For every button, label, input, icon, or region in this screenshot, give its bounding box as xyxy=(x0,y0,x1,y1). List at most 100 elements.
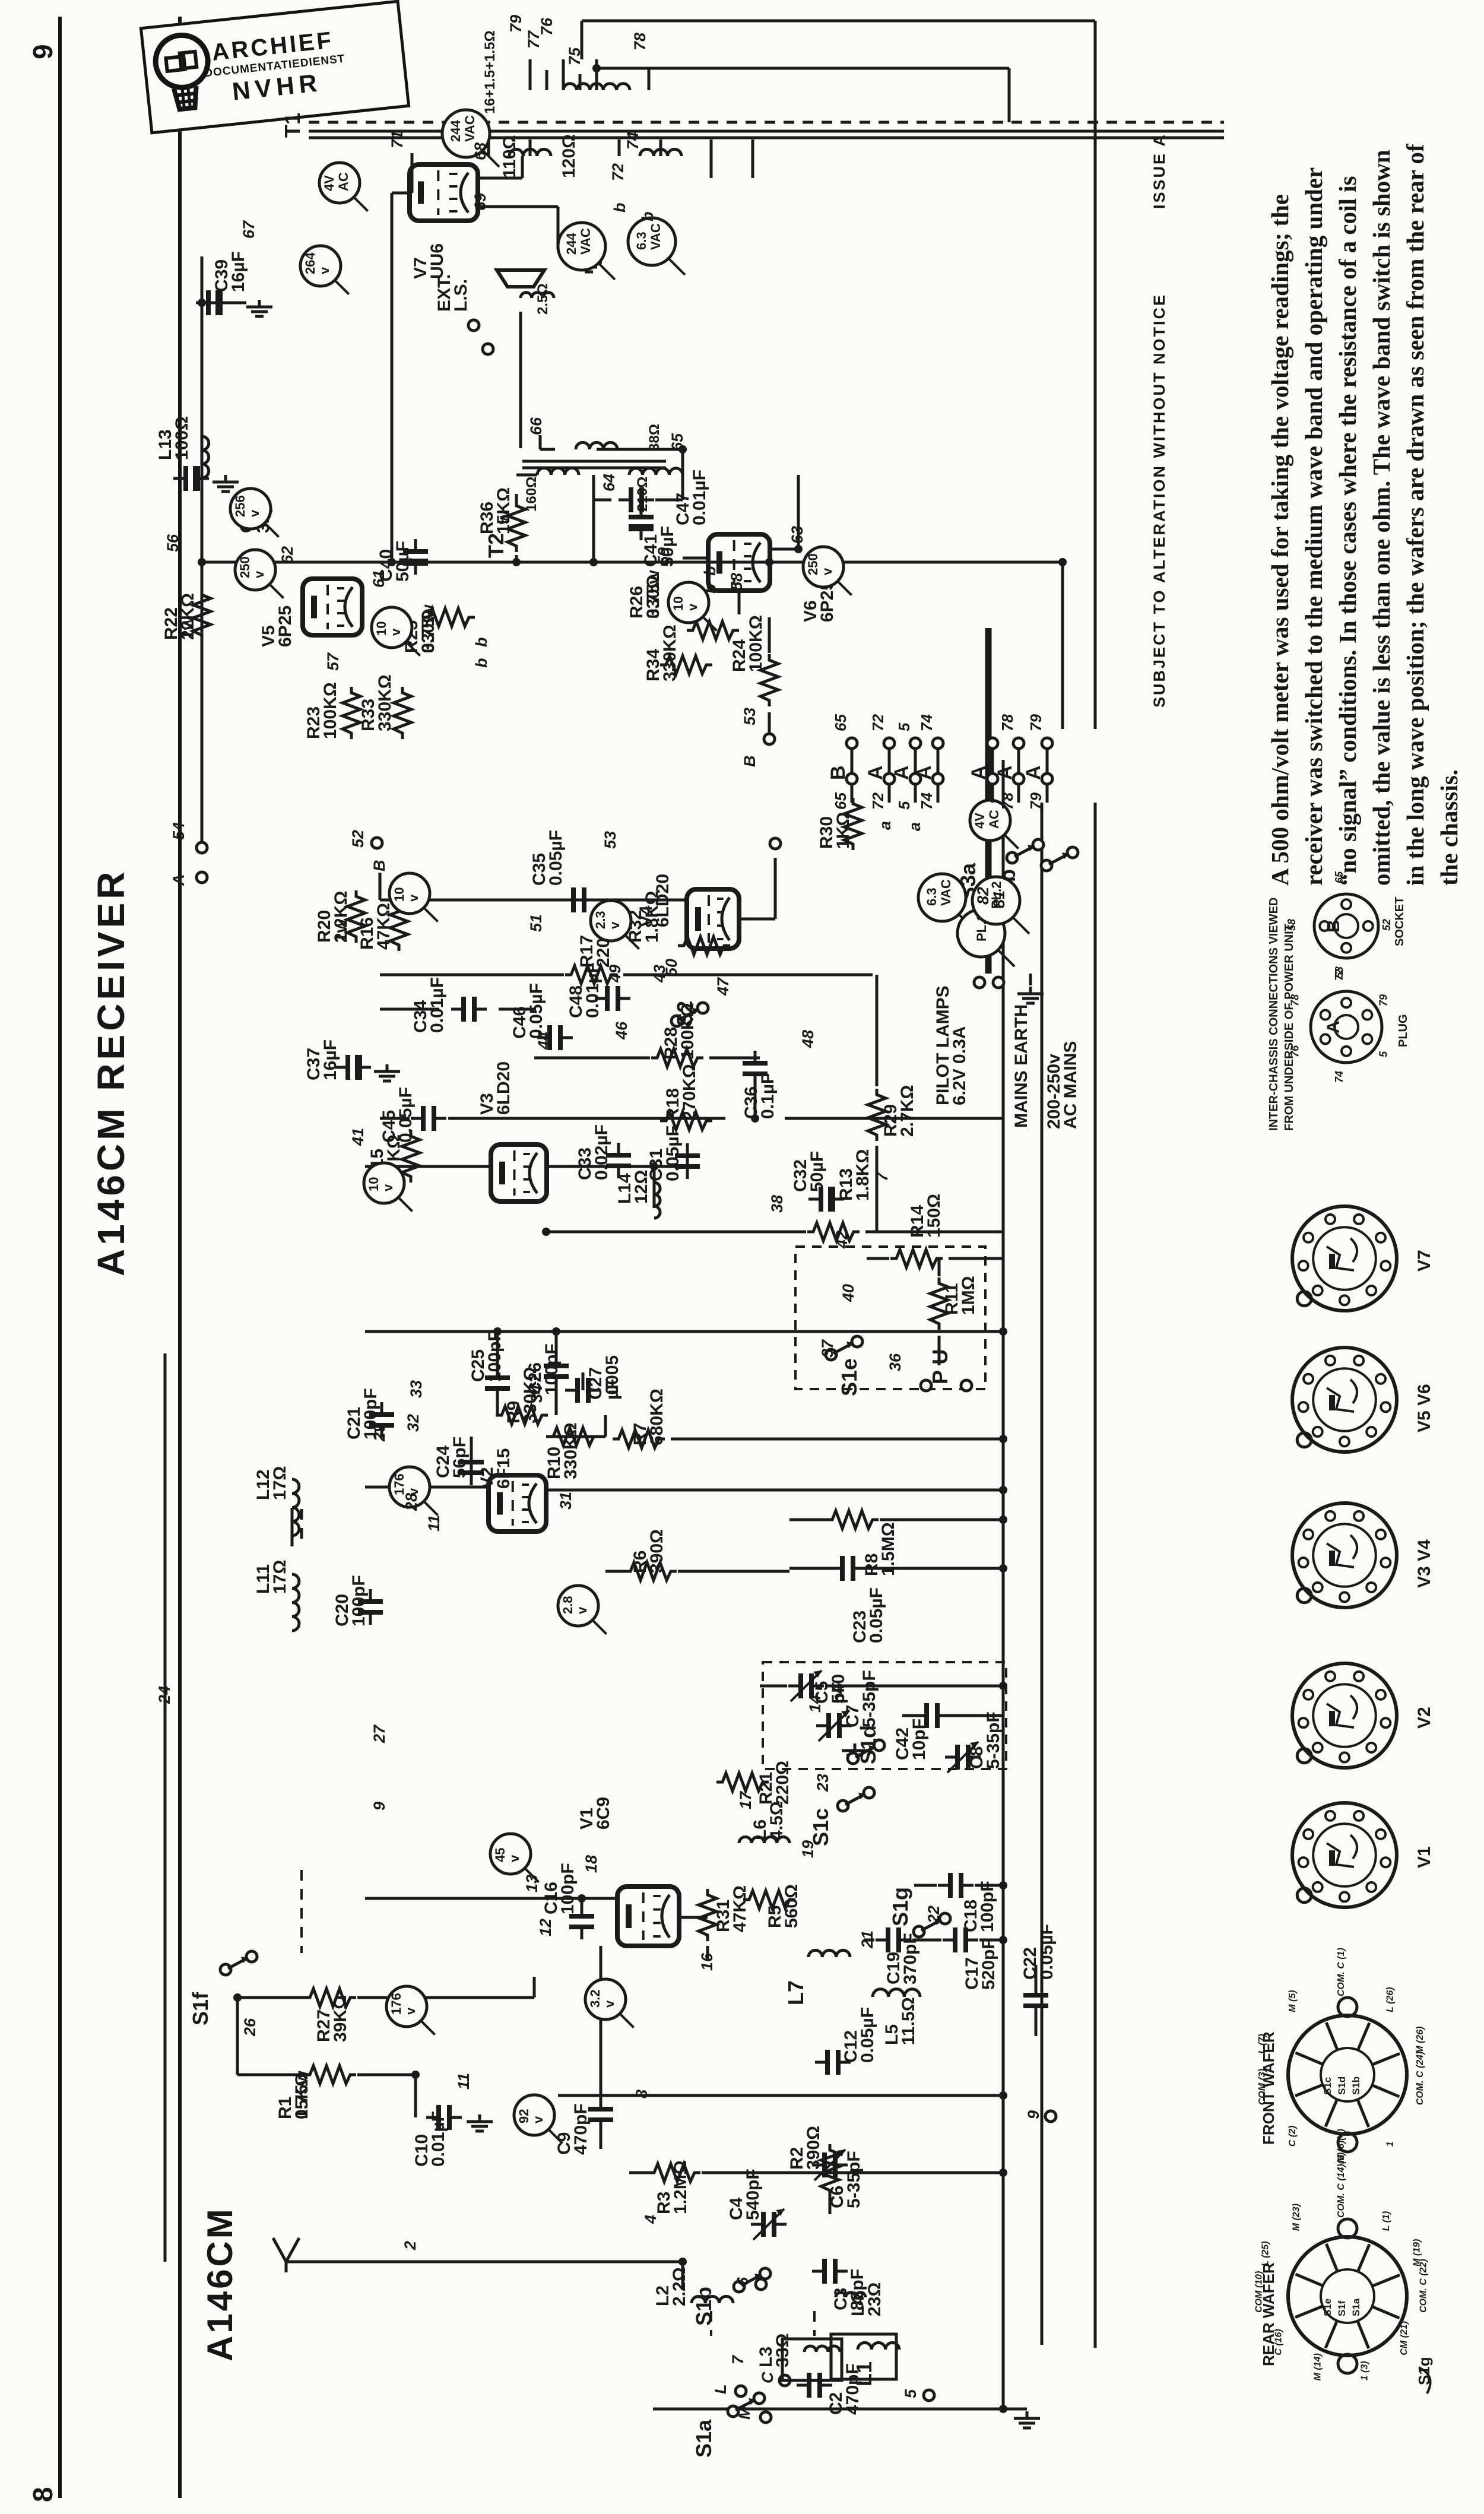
terminal-label: 21 xyxy=(858,1930,876,1949)
svg-text:4VAC: 4VAC xyxy=(322,172,351,191)
svg-text:120Ω: 120Ω xyxy=(559,134,579,178)
svg-text:R292.7KΩ: R292.7KΩ xyxy=(881,1085,917,1137)
svg-text:65: 65 xyxy=(1333,871,1345,883)
part-v7: V7UU6 xyxy=(407,162,480,279)
svg-text:b: b xyxy=(473,638,490,648)
svg-text:V56P25: V56P25 xyxy=(259,605,295,647)
svg-text:C382pF: C382pF xyxy=(831,2269,867,2310)
svg-text:78: 78 xyxy=(998,792,1016,810)
svg-text:18: 18 xyxy=(582,1855,600,1873)
svg-text:66: 66 xyxy=(527,417,545,435)
svg-text:C4050µF: C4050µF xyxy=(376,541,413,582)
switch-symbol xyxy=(824,1334,864,1362)
svg-text:2.3v: 2.3v xyxy=(593,911,622,929)
svg-text:CM (21): CM (21) xyxy=(1399,2321,1409,2356)
svg-text:COM (10): COM (10) xyxy=(1254,2271,1264,2313)
svg-text:M (5): M (5) xyxy=(1288,1990,1298,2012)
svg-text:L (26): L (26) xyxy=(1385,1987,1395,2012)
svg-text:82: 82 xyxy=(974,887,992,905)
svg-text:58: 58 xyxy=(1286,919,1298,931)
terminal-label: 81 xyxy=(990,890,1008,908)
svg-text:54: 54 xyxy=(170,822,188,840)
svg-text:77: 77 xyxy=(525,30,543,49)
svg-text:b: b xyxy=(611,203,629,213)
svg-text:81: 81 xyxy=(990,890,1008,908)
terminal-label: 43 xyxy=(651,965,668,983)
svg-text:4VAC: 4VAC xyxy=(972,810,1001,829)
svg-text:43: 43 xyxy=(651,965,668,983)
svg-text:72: 72 xyxy=(869,714,887,731)
terminal-label: B xyxy=(741,756,759,768)
svg-text:26: 26 xyxy=(241,2018,259,2037)
part-c17: C17520pF xyxy=(943,1927,998,1990)
terminal-label: 62 xyxy=(278,546,296,564)
part-c25: C25100pF xyxy=(468,1330,510,1401)
svg-text:160Ω: 160Ω xyxy=(524,477,540,512)
svg-text:R33330KΩ: R33330KΩ xyxy=(359,674,395,731)
terminal-circle xyxy=(768,836,782,851)
svg-text:L (7): L (7) xyxy=(1257,2034,1267,2053)
part-s1f: S1f xyxy=(188,1992,213,2025)
valve-base-v5-v6: V5 V6 xyxy=(1290,1346,1434,1454)
part-l14: L1412Ω xyxy=(615,1170,662,1220)
terminal-circle xyxy=(972,975,987,990)
part-s1d: S1d xyxy=(856,1725,880,1764)
terminal-circle xyxy=(1044,2109,1058,2123)
terminal-label: 68 xyxy=(471,142,489,160)
part-c22: C220.05µF xyxy=(1020,1924,1057,2018)
terminal-circle xyxy=(481,342,495,356)
svg-text:65: 65 xyxy=(832,714,849,731)
svg-text:M (14): M (14) xyxy=(1313,2353,1323,2380)
svg-text:R81.5MΩ: R81.5MΩ xyxy=(862,1522,898,1576)
svg-text:C21100pF: C21100pF xyxy=(344,1388,380,1440)
svg-text:V16C9: V16C9 xyxy=(577,1797,613,1830)
part-r31: R3147KΩ xyxy=(694,1885,750,1941)
part-l4: L423Ω xyxy=(834,2282,884,2316)
terminal-label: 28 xyxy=(402,1493,420,1511)
svg-text:R1647KΩ: R1647KΩ xyxy=(357,903,394,950)
terminal-label: b xyxy=(611,203,629,213)
part-160-: 160Ω xyxy=(524,466,581,512)
svg-text:R301KΩ: R301KΩ xyxy=(817,812,853,849)
part-r2: R2390Ω xyxy=(787,2126,844,2196)
terminal-label: 69 xyxy=(471,193,489,211)
terminal-label: b xyxy=(701,566,719,576)
svg-text:V1: V1 xyxy=(1415,1846,1434,1868)
svg-text:R3615KΩ1w: R3615KΩ1w xyxy=(477,487,513,534)
svg-text:2: 2 xyxy=(401,2241,419,2250)
terminal-label: 5 xyxy=(902,2389,919,2398)
svg-text:16: 16 xyxy=(698,1952,716,1971)
svg-text:L: L xyxy=(712,2385,730,2395)
svg-text:23: 23 xyxy=(814,1774,832,1792)
part-l11: L1117Ω xyxy=(253,1560,301,1632)
svg-text:R2390Ω: R2390Ω xyxy=(787,2126,823,2170)
terminal-label: 61 xyxy=(370,570,388,588)
terminal-label: 11 xyxy=(425,1515,443,1532)
svg-text:S1a: S1a xyxy=(1350,2298,1362,2316)
svg-text:V2: V2 xyxy=(1415,1707,1434,1729)
terminal-label: 7 xyxy=(873,1171,891,1181)
svg-text:C16100pF: C16100pF xyxy=(541,1863,578,1914)
part-c23: C230.05µF xyxy=(830,1556,886,1643)
svg-text:53: 53 xyxy=(1333,966,1345,978)
svg-text:L1217Ω: L1217Ω xyxy=(253,1466,290,1500)
part-c7: C75-35pF xyxy=(816,1670,879,1742)
svg-text:C460.05µF: C460.05µF xyxy=(510,983,546,1039)
svg-text:R34330KΩ: R34330KΩ xyxy=(643,624,680,681)
svg-text:56: 56 xyxy=(164,534,182,552)
part-r11: R111MΩ xyxy=(925,1276,978,1330)
svg-text:FRONT WAFER: FRONT WAFER xyxy=(1260,2031,1277,2145)
voltage-circle: 10v xyxy=(388,871,439,923)
part-c40: C4050µF xyxy=(376,539,428,582)
svg-text:63: 63 xyxy=(788,526,806,544)
terminal-circle xyxy=(754,2277,768,2291)
wires xyxy=(163,19,1224,2413)
svg-text:53: 53 xyxy=(601,831,619,849)
part-c42: C4210pF xyxy=(893,1703,950,1760)
part-mains-earth: MAINS EARTH xyxy=(1011,1004,1031,1128)
voltage-circle: 10v xyxy=(362,1161,414,1213)
terminal-circle xyxy=(467,318,481,332)
svg-text:69: 69 xyxy=(471,193,489,211)
terminal-label: 16 xyxy=(698,1952,716,1971)
